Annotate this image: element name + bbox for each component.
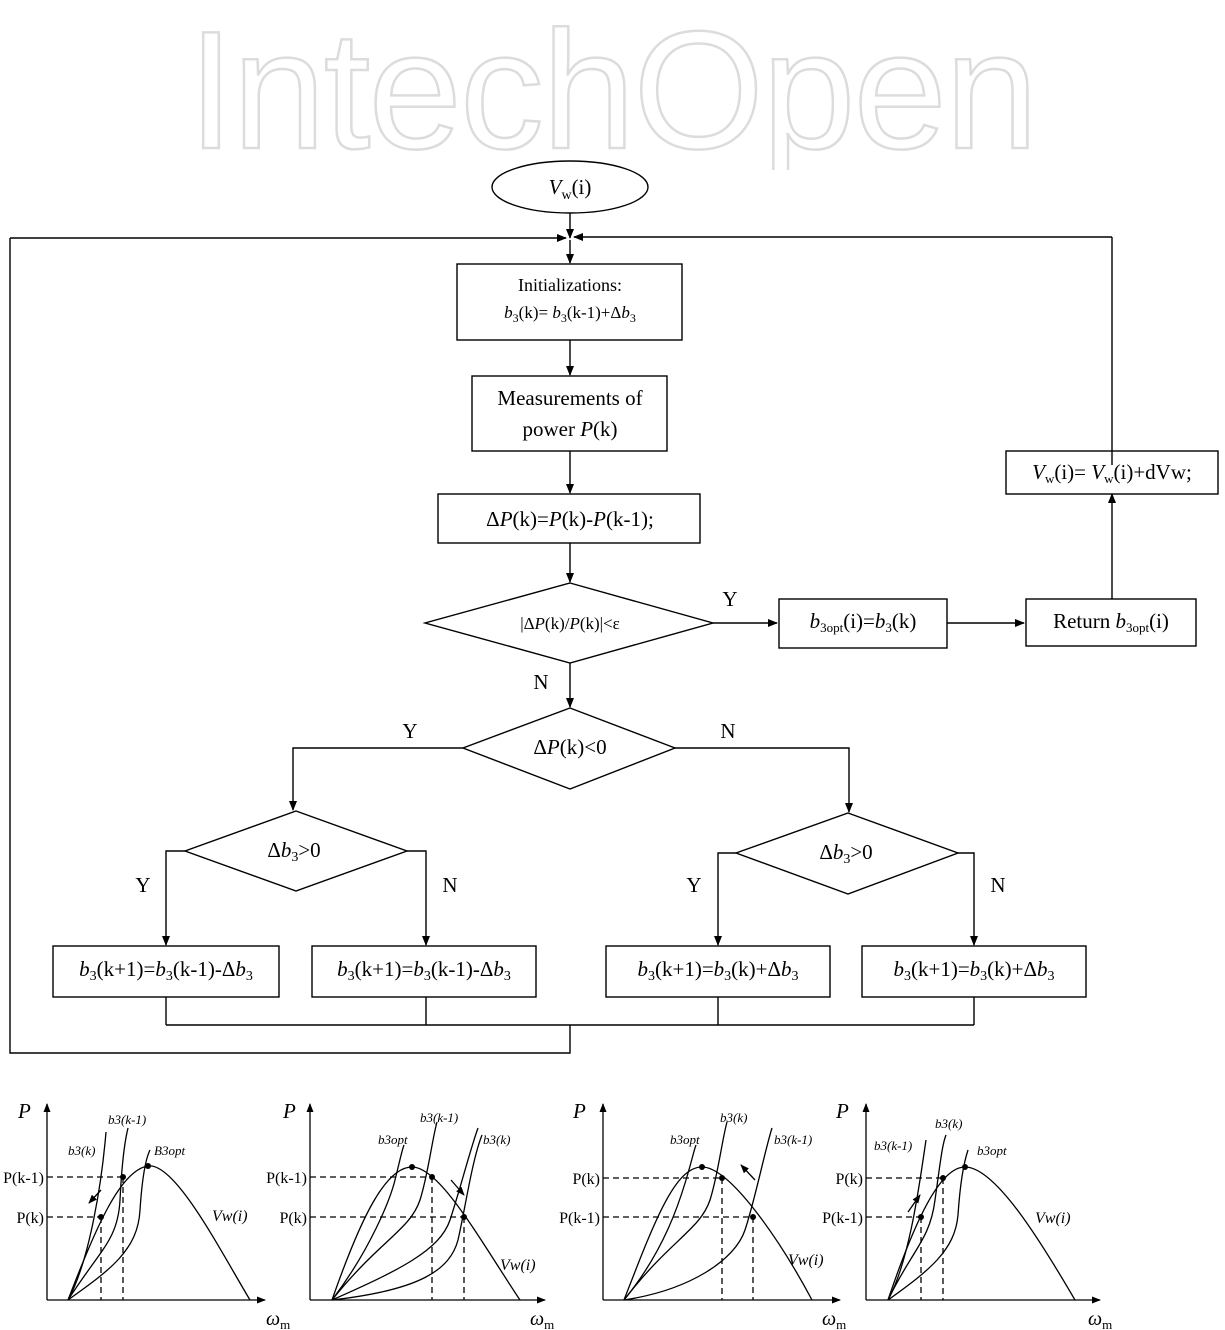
plot1-vw: Vw(i) bbox=[212, 1208, 248, 1225]
plot4-curve3: b3opt bbox=[977, 1143, 1007, 1158]
plot3-curve1: b3opt bbox=[670, 1132, 700, 1147]
plot1-y1: P(k-1) bbox=[3, 1170, 44, 1187]
output4-text: b3(k+1)=b3(k)+Δb3 bbox=[893, 957, 1054, 984]
label-n-4: N bbox=[990, 873, 1005, 897]
plot2-vw: Vw(i) bbox=[500, 1257, 536, 1274]
init-line2: b3(k)= b3(k-1)+Δb3 bbox=[504, 303, 636, 325]
plot-1: P b3(k) b3(k-1) B3opt P(k-1) P(k) Vw(i) … bbox=[3, 1099, 290, 1330]
label-n-2: N bbox=[720, 719, 735, 743]
plot2-P: P bbox=[282, 1099, 296, 1123]
plot3-vw: Vw(i) bbox=[788, 1252, 824, 1269]
output3-text: b3(k+1)=b3(k)+Δb3 bbox=[637, 957, 798, 984]
plot-2: P b3opt b3(k-1) b3(k) P(k-1) P(k) Vw(i) … bbox=[266, 1099, 554, 1330]
decision4-text: Δb3>0 bbox=[819, 840, 872, 867]
label-n-3: N bbox=[442, 873, 457, 897]
deltaP-text: ΔP(k)=P(k)-P(k-1); bbox=[486, 507, 654, 531]
plot4-P: P bbox=[835, 1099, 849, 1123]
decision2-text: ΔP(k)<0 bbox=[533, 735, 606, 759]
deltaP-box bbox=[437, 493, 701, 544]
plot3-curve2: b3(k) bbox=[720, 1110, 747, 1125]
output1-text: b3(k+1)=b3(k-1)-Δb3 bbox=[79, 957, 253, 984]
plot4-y2: P(k-1) bbox=[822, 1210, 863, 1227]
plot1-curve1: b3(k) bbox=[68, 1143, 95, 1158]
start-node bbox=[491, 160, 649, 214]
plot1-y2: P(k) bbox=[16, 1210, 44, 1227]
plot2-curve2: b3(k-1) bbox=[420, 1110, 458, 1125]
label-n-1: N bbox=[533, 670, 548, 694]
plot3-omega: ωm bbox=[822, 1308, 846, 1330]
plot4-curve1: b3(k-1) bbox=[874, 1138, 912, 1153]
output-box-2 bbox=[311, 945, 537, 998]
plot3-P: P bbox=[572, 1099, 586, 1123]
label-y-2: Y bbox=[402, 719, 417, 743]
plot2-omega: ωm bbox=[530, 1308, 554, 1330]
plot4-vw: Vw(i) bbox=[1035, 1210, 1071, 1227]
plot4-omega: ωm bbox=[1088, 1308, 1112, 1330]
start-label: Vw(i) bbox=[549, 175, 592, 203]
plot4-curve2: b3(k) bbox=[935, 1116, 962, 1131]
decision-db3-left bbox=[182, 810, 410, 892]
b3opt-text: b3opt(i)=b3(k) bbox=[810, 609, 917, 635]
plot4-y1: P(k) bbox=[835, 1171, 863, 1188]
plot2-curve1: b3opt bbox=[378, 1132, 408, 1147]
plot-4: P b3(k-1) b3(k) b3opt P(k) P(k-1) Vw(i) … bbox=[822, 1099, 1112, 1330]
decision-db3-right bbox=[733, 812, 961, 895]
plot1-curve2: b3(k-1) bbox=[108, 1112, 146, 1127]
plot3-y2: P(k-1) bbox=[559, 1210, 600, 1227]
plot2-y2: P(k) bbox=[279, 1210, 307, 1227]
plot1-P: P bbox=[17, 1099, 31, 1123]
vw-update-text: Vw(i)= Vw(i)+dVw; bbox=[1032, 460, 1192, 486]
watermark-text: IntechOpen bbox=[188, 0, 1037, 170]
label-y-4: Y bbox=[686, 873, 701, 897]
measure-line2: power P(k) bbox=[522, 417, 617, 441]
plot2-curve3: b3(k) bbox=[483, 1132, 510, 1147]
vw-update-box bbox=[1005, 450, 1219, 495]
return-box bbox=[1025, 598, 1197, 647]
init-line1: Initializations: bbox=[518, 275, 622, 295]
label-y-1: Y bbox=[722, 587, 737, 611]
decision3-text: Δb3>0 bbox=[267, 838, 320, 865]
label-y-3: Y bbox=[135, 873, 150, 897]
decision1-text: |ΔP(k)/P(k)|<ε bbox=[520, 614, 620, 633]
plot2-y1: P(k-1) bbox=[266, 1170, 307, 1187]
measure-line1: Measurements of bbox=[497, 386, 642, 410]
output2-text: b3(k+1)=b3(k-1)-Δb3 bbox=[337, 957, 511, 984]
plot1-curve3: B3opt bbox=[154, 1143, 185, 1158]
return-text: Return b3opt(i) bbox=[1053, 609, 1169, 635]
plot3-y1: P(k) bbox=[572, 1171, 600, 1188]
decision-deltaP bbox=[461, 707, 677, 790]
plot-3: P b3opt b3(k) b3(k-1) P(k) P(k-1) Vw(i) … bbox=[559, 1099, 846, 1330]
plot1-omega: ωm bbox=[266, 1308, 290, 1330]
plot3-curve3: b3(k-1) bbox=[774, 1132, 812, 1147]
watermark-logo: IntechOpen bbox=[186, 0, 1039, 170]
